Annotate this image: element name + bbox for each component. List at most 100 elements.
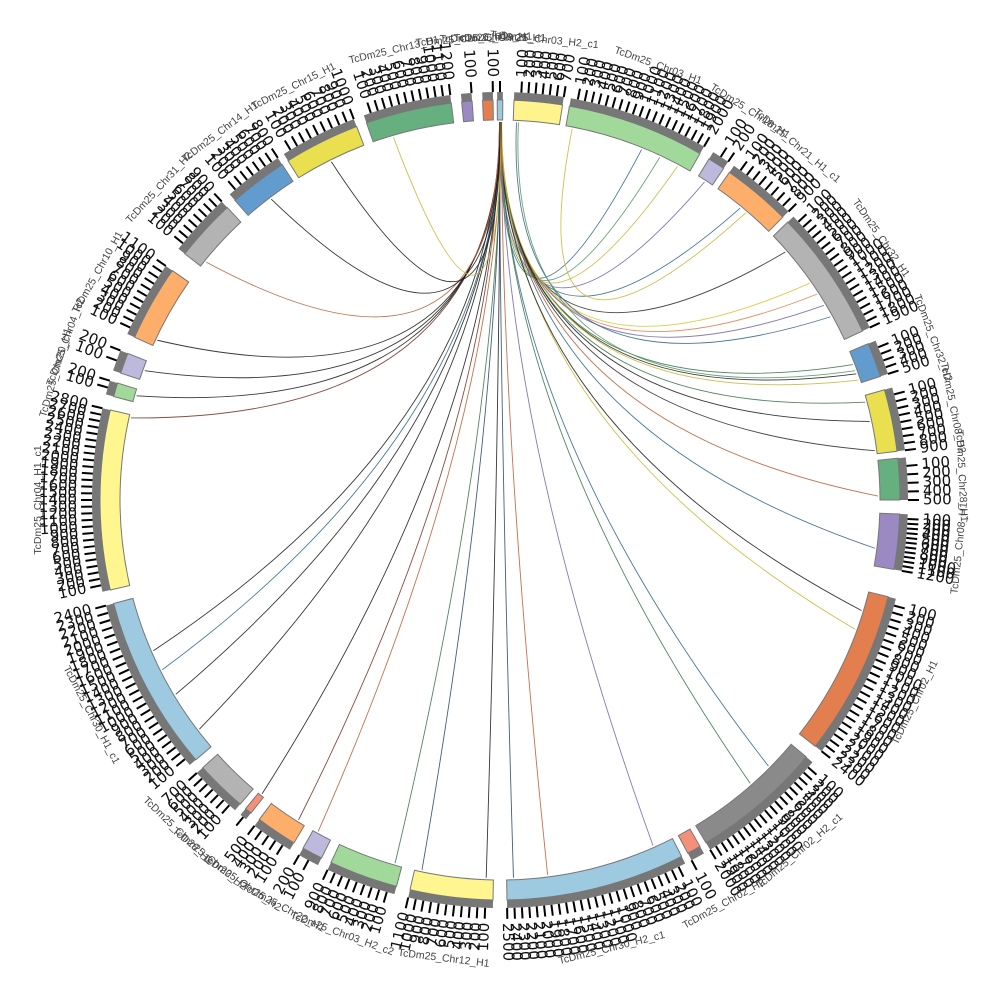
sector-axis-band [569,98,704,154]
tick-label: 1800 [39,461,78,481]
tick-label: 2100 [41,438,81,460]
tick-label: 700 [919,540,950,561]
axis-tick [893,604,905,610]
axis-tick [709,849,717,860]
link-ribbon [153,121,500,652]
axis-tick [534,82,538,94]
axis-tick [187,218,198,228]
axis-tick [739,160,748,171]
link-ribbon [517,122,856,379]
axis-tick [856,295,867,304]
axis-tick [845,277,856,285]
axis-tick [459,906,463,918]
axis-tick [283,139,292,151]
axis-tick [106,640,118,647]
tick-label: 2000 [40,446,80,468]
axis-tick [798,776,808,786]
tick-label: 1900 [40,453,80,474]
tick-label: 500 [542,51,563,82]
axis-tick [869,322,881,329]
tick-label: 600 [51,545,82,567]
axis-tick [84,551,96,556]
axis-tick [550,904,554,916]
tick-label: 200 [55,572,87,595]
tick-label: 200 [579,56,603,88]
axis-tick [877,342,889,349]
link-ribbon [330,121,501,283]
link-ribbon [206,121,500,318]
links-layer [131,121,879,878]
sector-tcdm25-chr29-h1 [496,81,504,121]
sector-axis-band [105,380,118,397]
sector-block [244,792,265,814]
sector-axis-band [229,157,283,201]
axis-tick [759,813,768,824]
axis-tick [841,270,852,279]
tick-label: 100 [921,453,951,473]
tick-label: 400 [535,50,556,80]
axis-tick [374,889,381,901]
sector-name-label: TcDm25_Chr28_H1 [953,429,970,522]
axis-tick [903,560,915,565]
axis-tick [87,571,99,576]
axis-tick [268,840,277,851]
axis-tick [905,546,917,550]
sector-block [461,100,475,123]
axis-tick [126,308,137,316]
axis-tick [727,152,736,163]
axis-tick [83,545,95,549]
axis-tick [535,906,539,918]
axis-tick [90,411,102,416]
tick-label: 800 [414,915,437,946]
tick-label: 300 [457,921,477,951]
axis-tick [404,897,410,909]
tick-label: 100 [513,48,532,78]
axis-tick [344,878,351,890]
axis-tick [671,869,678,881]
link-ribbon [500,121,741,297]
tick-label: 2200 [522,921,543,960]
axis-tick [156,258,167,267]
sector-axis-band [506,856,686,908]
axis-tick [91,404,103,410]
axis-tick [885,362,897,369]
sector-block [99,409,131,591]
tick-label: 200 [465,922,485,952]
axis-tick [664,872,671,884]
axis-tick [161,740,172,749]
axis-tick [109,345,121,352]
axis-tick [877,651,889,658]
axis-tick [631,103,638,115]
axis-tick [82,532,94,535]
axis-tick [883,355,895,362]
axis-tick [893,390,905,396]
axis-tick [902,433,914,438]
tick-label: 2100 [530,920,551,960]
sector-axis-band [729,165,789,218]
sector-tcdm25-chr02-h1: 1002003004005006007008009001000110012001… [798,591,939,791]
sector-block [565,105,701,172]
sector-axis-band [327,862,397,895]
tick-label: 600 [915,412,946,435]
axis-tick [233,175,242,186]
axis-tick [82,465,94,468]
axis-tick [90,584,102,589]
tick-label: 100 [571,55,594,87]
axis-tick [156,734,168,743]
axis-tick [901,569,913,574]
axis-tick [86,564,98,569]
axis-tick [555,84,560,97]
tick-label: 200 [922,515,952,535]
axis-tick [304,128,312,139]
axis-tick [140,283,151,291]
axis-tick [906,463,918,467]
axis-tick [859,690,871,698]
axis-tick [684,126,692,137]
tick-label: 700 [557,52,579,83]
axis-tick [326,117,334,129]
axis-tick [170,752,181,761]
axis-tick [440,84,444,97]
axis-tick [764,181,774,191]
